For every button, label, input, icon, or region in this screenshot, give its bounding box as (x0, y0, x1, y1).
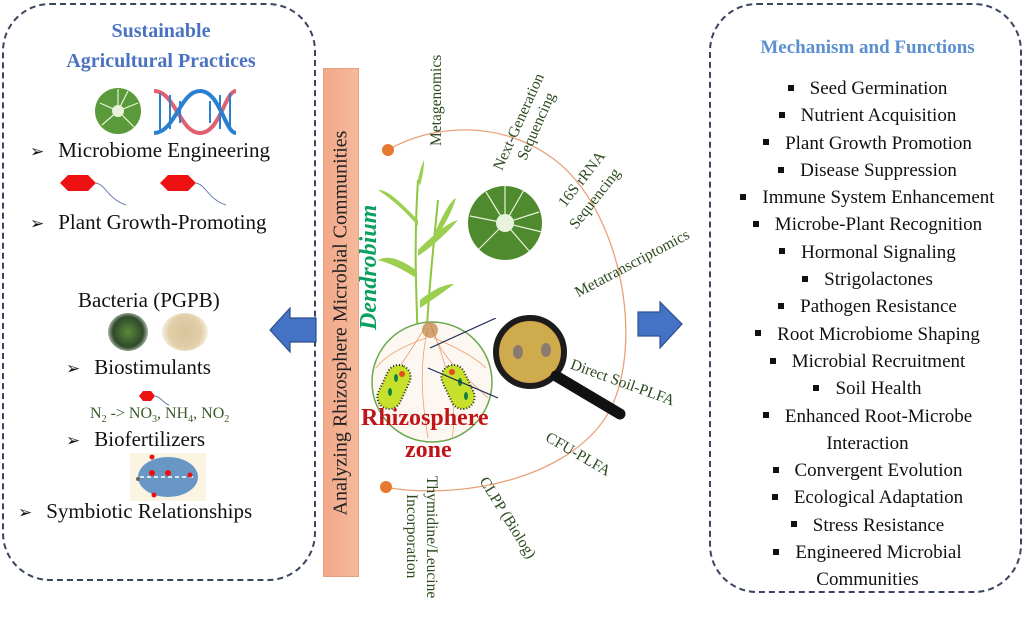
dendrobium-plant-icon (378, 160, 458, 346)
technique-metagenomics: Metagenomics (428, 54, 445, 146)
mechanism-item: Root Microbiome Shaping (711, 321, 1024, 348)
dna-helix-icon (153, 88, 237, 136)
mechanism-item-label: Convergent Evolution (794, 460, 963, 482)
mechanism-item-label: Pathogen Resistance (800, 296, 957, 318)
mechanism-item-label: Root Microbiome Shaping (777, 323, 980, 345)
right-arrow-icon (637, 300, 683, 350)
phylogenetic-tree-icon (95, 88, 141, 134)
square-bullet-icon (813, 384, 820, 391)
symbiotic-network-icon (130, 453, 206, 501)
mechanism-item: Engineered Microbial (711, 539, 1024, 566)
square-bullet-icon (778, 303, 785, 310)
arrow-bullet-icon: ➢ (18, 503, 33, 522)
mechanism-item-label: Enhanced Root-Microbe (784, 405, 973, 427)
square-bullet-icon (778, 111, 785, 118)
square-bullet-icon (755, 330, 762, 337)
mechanism-item: Communities (711, 566, 1024, 593)
magnifying-glass-icon (493, 315, 626, 420)
mechanism-item-label: Communities (816, 569, 919, 591)
zone-label: zone (405, 437, 452, 463)
square-bullet-icon (790, 521, 797, 528)
rhizosphere-root-circle (371, 318, 498, 443)
left-panel-title-line2: Agricultural Practices (66, 50, 256, 72)
arrow-bullet-icon: ➢ (30, 214, 45, 233)
mechanism-item-label: Soil Health (835, 378, 922, 400)
technique-thymidine-line1: Thymidine/Leucine (423, 476, 440, 599)
mechanism-item: Microbial Recruitment (711, 348, 1024, 375)
arc-start-dot-icon (382, 144, 394, 156)
item-plant-growth-promoting: ➢Plant Growth-Promoting (30, 210, 267, 234)
item-microbiome-engineering: ➢Microbiome Engineering (30, 138, 270, 162)
bacterium-icon (60, 175, 127, 206)
sustainable-practices-panel: Sustainable Agricultural Practices ➢Micr… (2, 3, 316, 581)
mechanism-item-label: Microbial Recruitment (791, 350, 966, 372)
item-bacteria-pgpb: Bacteria (PGPB) (78, 288, 220, 312)
banner-text: Analyzing Rhizosphere Microbial Communit… (329, 130, 352, 515)
mechanism-item: Soil Health (711, 375, 1024, 402)
mechanism-item: Enhanced Root-Microbe (711, 403, 1024, 430)
item-symbiotic-relationships: ➢Symbiotic Relationships (18, 499, 253, 523)
arrow-bullet-icon: ➢ (66, 359, 81, 378)
square-bullet-icon (773, 548, 780, 555)
square-bullet-icon (740, 193, 747, 200)
technique-thymidine-line2: Incorporation (403, 494, 420, 579)
mechanism-item: Plant Growth Promotion (711, 130, 1024, 157)
mechanism-item: Immune System Enhancement (711, 184, 1024, 211)
small-bacterium-icon (139, 391, 170, 406)
mechanism-item-label: Seed Germination (809, 78, 948, 99)
square-bullet-icon (779, 248, 786, 255)
square-bullet-icon (763, 139, 770, 146)
arrow-bullet-icon: ➢ (66, 431, 81, 450)
mechanism-item-label: Ecological Adaptation (793, 487, 964, 509)
square-bullet-icon (762, 412, 769, 419)
mechanism-item: Nutrient Acquisition (711, 102, 1024, 129)
mechanism-item: Ecological Adaptation (711, 484, 1024, 511)
technique-arc (380, 129, 627, 493)
mechanism-item: Microbe-Plant Recognition (711, 211, 1024, 238)
powder-photo-icon (162, 313, 208, 351)
mechanism-item-label: Strigolactones (824, 269, 933, 291)
mechanism-item-label: Interaction (826, 432, 909, 454)
bacterium-icon (160, 175, 227, 206)
mechanism-item: Disease Suppression (711, 157, 1024, 184)
mechanism-item-label: Immune System Enhancement (762, 187, 995, 209)
square-bullet-icon (802, 275, 809, 282)
dendrobium-label: Dendrobium (356, 204, 382, 330)
mechanism-item: Convergent Evolution (711, 457, 1024, 484)
mechanism-item-label: Microbe-Plant Recognition (774, 214, 983, 236)
leaf-photo-icon (108, 313, 148, 351)
square-bullet-icon (772, 466, 779, 473)
mechanism-item-label: Nutrient Acquisition (800, 105, 957, 127)
mechanism-item: Pathogen Resistance (711, 293, 1024, 320)
square-bullet-icon (787, 84, 794, 91)
mechanism-item-label: Hormonal Signaling (801, 241, 956, 263)
mechanism-item-label: Engineered Microbial (795, 542, 962, 564)
square-bullet-icon (778, 166, 785, 173)
mechanism-item: Hormonal Signaling (711, 239, 1024, 266)
item-biostimulants: ➢Biostimulants (66, 355, 211, 379)
mechanism-item: Strigolactones (711, 266, 1024, 293)
square-bullet-icon (769, 357, 776, 364)
left-arrow-icon (269, 306, 317, 354)
item-biofertilizers: ➢Biofertilizers (66, 427, 206, 451)
mechanism-item: Interaction (711, 430, 1024, 457)
bacterium-cell-icon (440, 364, 476, 410)
mechanism-item-label: Disease Suppression (800, 159, 957, 181)
arrow-bullet-icon: ➢ (30, 142, 45, 161)
mechanism-functions-panel: Mechanism and Functions Seed Germination… (709, 3, 1022, 593)
analysis-banner: Analyzing Rhizosphere Microbial Communit… (323, 68, 359, 577)
mechanism-item-label: Plant Growth Promotion (785, 132, 972, 154)
left-panel-title-line1: Sustainable (111, 20, 211, 42)
arc-end-dot-icon (380, 481, 392, 493)
rhizosphere-label: Rhizosphere (361, 405, 489, 431)
mechanism-item: Stress Resistance (711, 512, 1024, 539)
square-bullet-icon (752, 221, 759, 228)
16s-phylogenetic-tree-icon (468, 186, 543, 260)
mechanism-item-label: Stress Resistance (812, 514, 945, 536)
right-panel-title: Mechanism and Functions (760, 37, 975, 58)
nitrogen-fixation-equation: N2 -> NO3, NH4, NO2 (90, 405, 230, 426)
mechanism-item: Seed Germination (711, 75, 1024, 102)
square-bullet-icon (771, 494, 778, 501)
